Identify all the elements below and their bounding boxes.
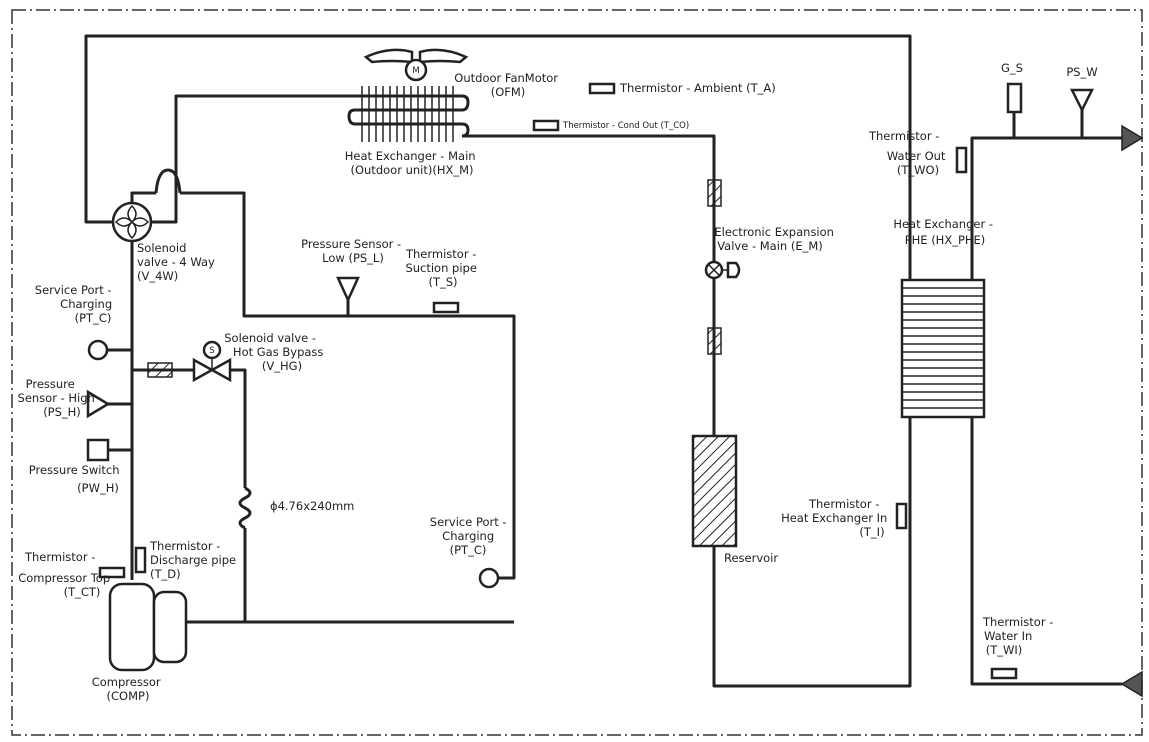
label-solenoid-4way: Solenoid valve - 4 Way (V_4W) xyxy=(137,241,219,283)
outdoor-fan-motor: M xyxy=(363,48,469,82)
pressure-switch-symbol xyxy=(86,438,110,462)
thermistor-water-out-symbol xyxy=(955,146,968,174)
reservoir-symbol xyxy=(691,434,738,548)
label-thermistor-discharge: Thermistor - Discharge pipe (T_D) xyxy=(149,539,240,581)
label-thermistor-ambient: Thermistor - Ambient (T_A) xyxy=(619,81,776,95)
hx-main-coil xyxy=(347,86,470,142)
thermistor-ambient-symbol xyxy=(588,82,616,95)
label-reservoir: Reservoir xyxy=(724,551,778,565)
label-hx-phe: Heat Exchanger - PHE (HX_PHE) xyxy=(893,217,996,247)
label-thermistor-hx-in: Thermistor - Heat Exchanger In (T_I) xyxy=(781,497,891,539)
electronic-expansion-valve xyxy=(704,260,741,280)
thermistor-hx-in-symbol xyxy=(895,502,908,530)
service-port-right xyxy=(478,567,500,589)
pressure-sensor-high-symbol xyxy=(86,389,111,419)
label-thermistor-suction: Thermistor - Suction pipe (T_S) xyxy=(405,247,481,289)
thermistor-cond-out-symbol xyxy=(532,119,560,132)
labels: Outdoor FanMotor (OFM) Thermistor - Ambi… xyxy=(18,61,1098,703)
label-pressure-switch: Pressure Switch (PW_H) xyxy=(29,463,123,495)
solenoid-valve-4-way xyxy=(111,201,153,243)
thermistor-discharge-symbol xyxy=(134,546,147,574)
pressure-sensor-low-symbol xyxy=(336,276,360,304)
thermistor-water-in-symbol xyxy=(990,667,1018,680)
ps-w-symbol xyxy=(1069,88,1095,113)
label-outdoor-fan-motor: Outdoor FanMotor (OFM) xyxy=(454,71,561,99)
label-service-port-1: Service Port - Charging (PT_C) xyxy=(35,283,116,325)
phe-heat-exchanger xyxy=(900,278,986,419)
label-thermistor-water-in: Thermistor - Water In (T_WI) xyxy=(982,615,1057,657)
g-s-symbol xyxy=(1006,82,1023,114)
water-out-arrow xyxy=(1121,124,1144,152)
label-pressure-sensor-high: Pressure Sensor - High (PS_H) xyxy=(18,377,99,419)
label-eev-main: Electronic Expansion Valve - Main (E_M) xyxy=(714,225,837,253)
label-service-port-2: Service Port - Charging (PT_C) xyxy=(430,515,510,557)
label-pressure-sensor-low: Pressure Sensor - Low (PS_L) xyxy=(301,237,405,265)
label-thermistor-comp-top: Thermistor - Compressor Top (T_CT) xyxy=(18,550,114,599)
solenoid-mark: S xyxy=(209,346,214,356)
filters xyxy=(147,179,722,378)
label-thermistor-water-out: Thermistor - Water Out (T_WO) xyxy=(868,129,949,177)
pipes xyxy=(84,34,1122,688)
label-ps-w: PS_W xyxy=(1066,65,1097,79)
solenoid-valve-hot-gas: S xyxy=(192,340,232,383)
label-compressor: Compressor (COMP) xyxy=(92,675,165,703)
compressor-symbol xyxy=(108,582,188,672)
fan-motor-mark: M xyxy=(412,66,419,76)
service-port-left xyxy=(87,339,109,361)
label-thermistor-cond-out: Thermistor - Cond Out (T_CO) xyxy=(562,121,689,131)
water-in-arrow xyxy=(1120,670,1143,698)
label-capillary: ϕ4.76x240mm xyxy=(270,499,354,513)
thermistor-suction-symbol xyxy=(432,301,460,314)
label-hx-main: Heat Exchanger - Main (Outdoor unit)(HX_… xyxy=(345,149,479,177)
capillary-coil xyxy=(238,486,252,530)
unit-boundary xyxy=(11,9,1143,736)
label-g-s: G_S xyxy=(1001,61,1023,75)
thermistor-comp-top-symbol xyxy=(98,566,126,579)
label-solenoid-hot-gas: Solenoid valve - Hot Gas Bypass (V_HG) xyxy=(224,331,327,373)
